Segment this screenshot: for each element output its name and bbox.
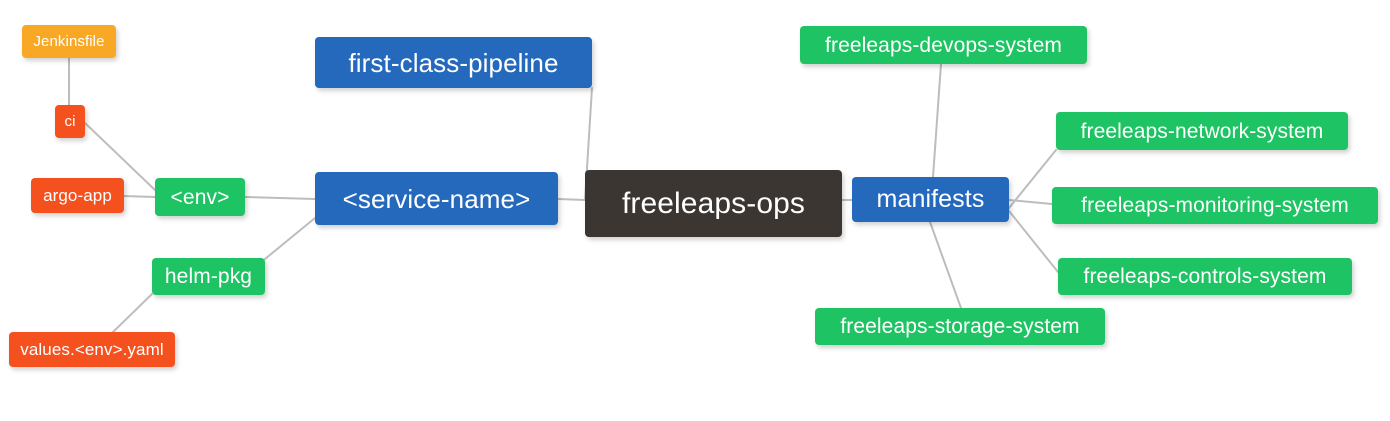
- edge-helm-pkg-to-values-env-yaml: [111, 293, 153, 334]
- mindmap-node-label: freeleaps-ops: [621, 186, 806, 220]
- edge-manifests-to-freeleaps-network-system: [1008, 149, 1057, 209]
- mindmap-node-freeleaps-network-system[interactable]: freeleaps-network-system: [1056, 112, 1348, 150]
- mindmap-node-jenkinsfile[interactable]: Jenkinsfile: [22, 25, 116, 58]
- mindmap-node-freeleaps-devops-system[interactable]: freeleaps-devops-system: [800, 26, 1087, 64]
- mindmap-node-label: argo-app: [43, 186, 112, 205]
- mindmap-node-helm-pkg[interactable]: helm-pkg: [152, 258, 265, 295]
- edge-manifests-to-freeleaps-monitoring-system: [1008, 199, 1053, 205]
- mindmap-node-label: <service-name>: [342, 183, 531, 214]
- edge-service-name-to-helm-pkg: [264, 217, 316, 260]
- mindmap-node-label: first-class-pipeline: [348, 47, 559, 78]
- edge-env-to-argo-app: [123, 195, 156, 198]
- mindmap-node-label: values.<env>.yaml: [20, 340, 164, 359]
- mindmap-node-freeleaps-controls-system[interactable]: freeleaps-controls-system: [1058, 258, 1352, 295]
- mindmap-node-label: freeleaps-controls-system: [1083, 265, 1327, 288]
- mindmap-node-label: freeleaps-network-system: [1080, 119, 1324, 143]
- mindmap-node-label: <env>: [170, 185, 230, 209]
- edge-freeleaps-ops-to-service-name: [557, 198, 586, 201]
- mindmap-node-label: freeleaps-monitoring-system: [1081, 194, 1349, 217]
- mindmap-node-label: ci: [64, 113, 76, 130]
- mindmap-node-label: Jenkinsfile: [33, 33, 105, 50]
- mindmap-node-env[interactable]: <env>: [155, 178, 245, 216]
- edge-manifests-to-freeleaps-controls-system: [1008, 210, 1059, 273]
- mindmap-node-first-class-pipeline[interactable]: first-class-pipeline: [315, 37, 592, 88]
- mindmap-node-freeleaps-ops[interactable]: freeleaps-ops: [585, 170, 842, 237]
- mindmap-node-label: manifests: [876, 185, 985, 213]
- edge-manifests-to-freeleaps-storage-system: [929, 221, 962, 309]
- mindmap-node-label: freeleaps-devops-system: [825, 33, 1062, 57]
- mindmap-node-argo-app[interactable]: argo-app: [31, 178, 124, 213]
- mindmap-node-freeleaps-storage-system[interactable]: freeleaps-storage-system: [815, 308, 1105, 345]
- mindmap-node-ci[interactable]: ci: [55, 105, 85, 138]
- edge-service-name-to-env: [244, 196, 316, 200]
- mindmap-node-manifests[interactable]: manifests: [852, 177, 1009, 222]
- mindmap-node-label: helm-pkg: [164, 265, 253, 288]
- mindmap-node-freeleaps-monitoring-system[interactable]: freeleaps-monitoring-system: [1052, 187, 1378, 224]
- mindmap-node-service-name[interactable]: <service-name>: [315, 172, 558, 225]
- mindmap-node-values-env-yaml[interactable]: values.<env>.yaml: [9, 332, 175, 367]
- edge-manifests-to-freeleaps-devops-system: [932, 63, 942, 178]
- mindmap-node-label: freeleaps-storage-system: [840, 315, 1080, 338]
